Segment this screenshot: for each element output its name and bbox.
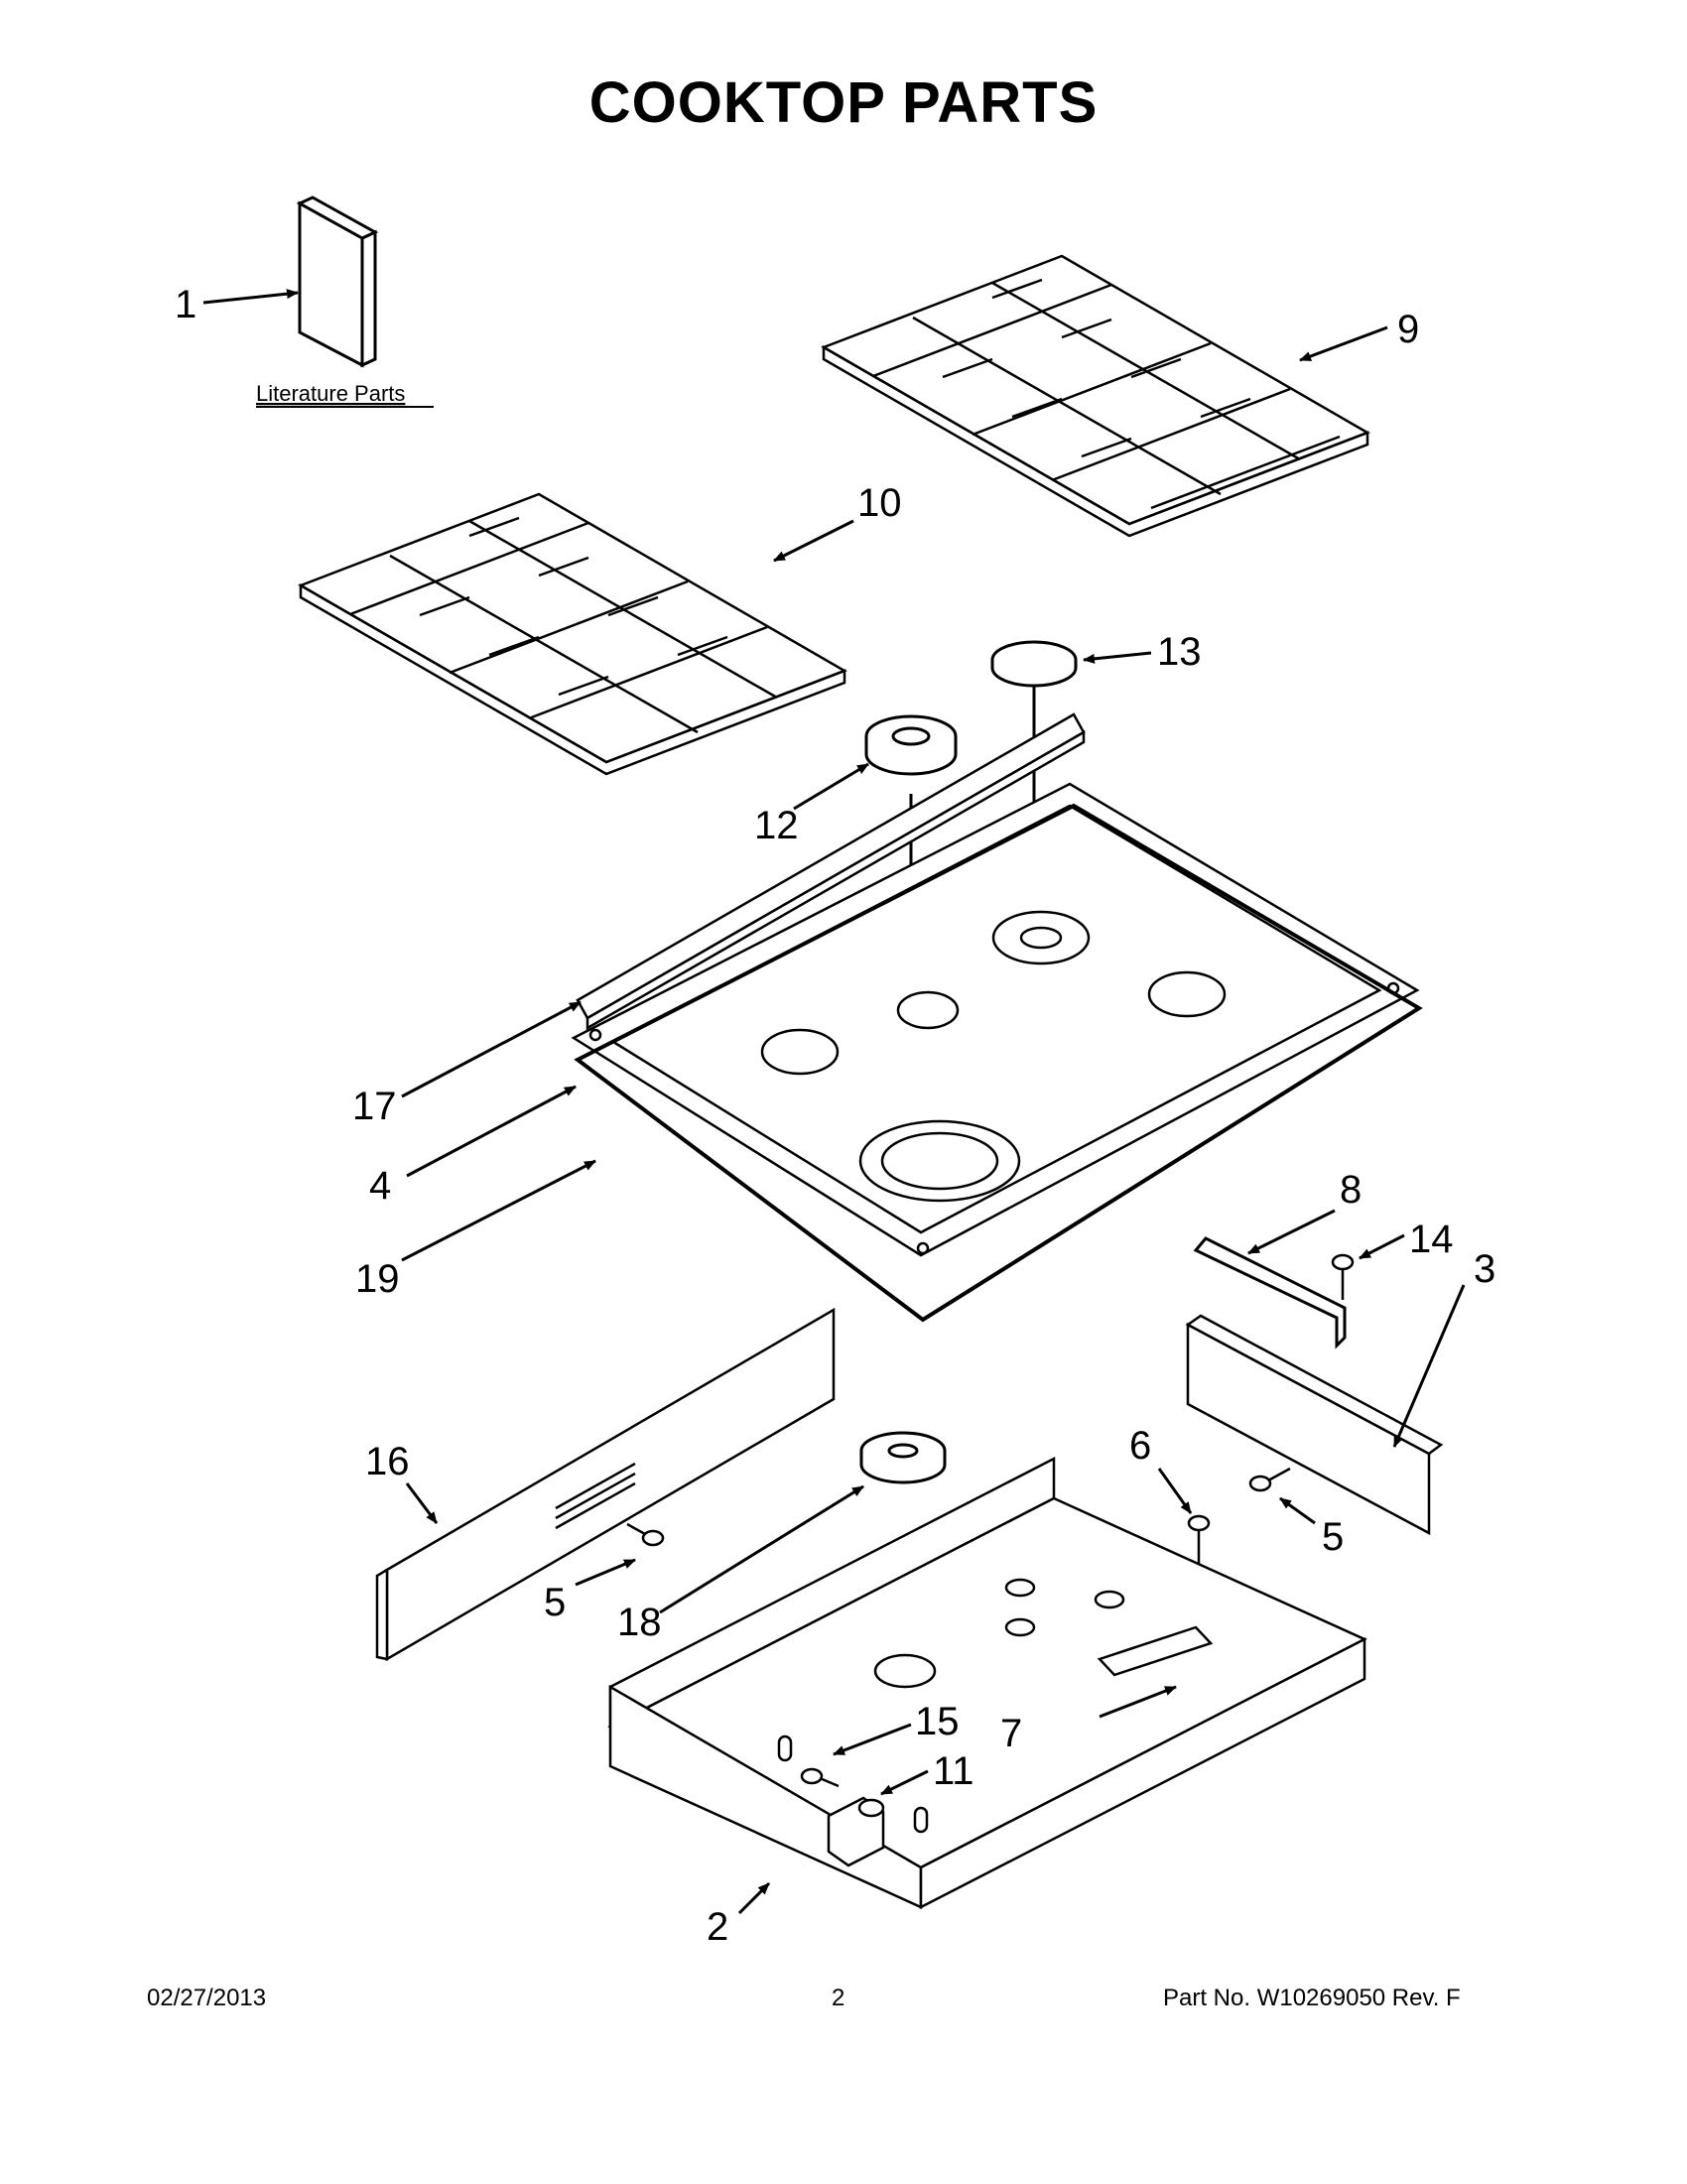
screw-icon [626,1522,665,1547]
callout-18: 18 [617,1601,662,1644]
callout-7: 7 [1000,1712,1022,1755]
callout-arrows [202,289,1466,1915]
callout-11: 11 [933,1749,974,1793]
callout-1: 1 [175,283,196,326]
callout-14: 14 [1409,1218,1454,1261]
callout-10: 10 [857,481,902,525]
callout-9: 9 [1397,308,1419,351]
callout-13: 13 [1157,630,1202,674]
footer-page-number: 2 [832,1985,845,2011]
callout-8: 8 [1340,1168,1362,1212]
callout-17: 17 [352,1085,397,1128]
screw-icon [800,1767,840,1788]
left-grate-icon [298,492,847,776]
rear-trim-strip-icon [576,712,1086,1031]
callout-19: 19 [355,1257,400,1301]
callout-3: 3 [1474,1247,1495,1291]
literature-parts-label: Literature Parts [256,381,405,406]
footer-date: 02/27/2013 [147,1985,267,2011]
right-grate-icon [821,254,1370,538]
literature-book-icon [296,195,379,368]
screw-icon [1248,1467,1291,1492]
page-title: COOKTOP PARTS [588,70,1099,135]
callout-5-right: 5 [1322,1515,1344,1559]
callout-2: 2 [707,1905,728,1949]
callout-5-left: 5 [544,1581,566,1624]
footer-part-number: Part No. W10269050 Rev. F [1163,1985,1461,2011]
burner-base-icon [859,1431,947,1484]
callout-16: 16 [365,1440,410,1483]
cooktop-panel-icon [571,782,1420,1257]
right-side-rail-icon [1185,1314,1444,1536]
gasket-icon [574,803,1423,1323]
left-side-rail-icon [375,1307,836,1662]
callout-6: 6 [1129,1424,1151,1468]
burner-box-icon [607,1456,1367,1910]
callout-15: 15 [915,1700,960,1743]
callout-12: 12 [754,804,799,847]
callout-4: 4 [369,1164,391,1208]
screw-icon [1331,1253,1355,1300]
valve-icon [827,1796,885,1867]
bracket-icon [1193,1236,1347,1349]
burner-head-icon [864,714,958,776]
burner-cap-icon [990,640,1078,688]
